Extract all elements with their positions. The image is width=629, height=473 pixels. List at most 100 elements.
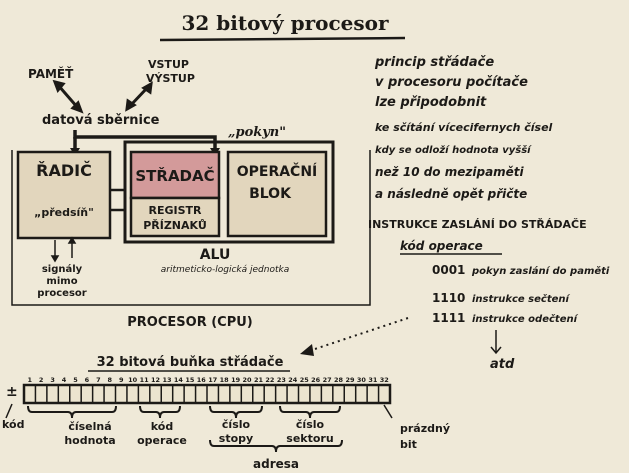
cislo-sektoru-label-1: číslo <box>296 418 325 431</box>
bit-number: 20 <box>243 376 253 384</box>
cislo-stopy-label-2: stopy <box>219 432 253 445</box>
registr-label-2: PŘÍZNAKŮ <box>143 219 207 232</box>
registr-label-1: REGISTR <box>148 204 202 217</box>
code-1110-desc: instrukce sečtení <box>472 293 571 305</box>
plus-minus: ± <box>6 384 18 400</box>
bit-number: 10 <box>128 376 138 384</box>
atd-arrow <box>490 330 502 355</box>
title-underline <box>159 36 406 42</box>
bit-number: 21 <box>254 376 264 384</box>
dotted-arrow <box>311 317 409 351</box>
princip-line-6: než 10 do mezipaměti <box>375 165 525 179</box>
cislo-sektoru-label-2: sektoru <box>286 432 333 445</box>
code-0001-desc: pokyn zaslání do paměti <box>471 265 610 277</box>
kod-pointer <box>5 403 13 419</box>
alu-label: ALU <box>200 247 231 263</box>
kod-operace-label: kód operace <box>400 239 483 253</box>
bit-number: 23 <box>277 376 286 384</box>
bit-number: 15 <box>185 376 195 384</box>
princip-text: princip střádače v procesoru počítače lz… <box>374 55 553 201</box>
bit-number: 11 <box>140 376 150 384</box>
title: 32 bitový procesor <box>181 11 389 35</box>
cislo-stopy-label-1: číslo <box>222 418 251 431</box>
kod-operace-bit-label-2: operace <box>137 434 187 447</box>
bit-number: 29 <box>345 376 355 384</box>
vystup-label: VÝSTUP <box>146 72 195 85</box>
ciselna-label-1: číselná <box>68 420 111 433</box>
datova-sbernice-label: datová sběrnice <box>42 113 160 128</box>
bit-number: 8 <box>108 376 113 384</box>
adresa-label: adresa <box>253 457 299 471</box>
bit-number: 13 <box>162 376 171 384</box>
princip-line-2: v procesoru počítače <box>375 75 528 90</box>
bit-number: 4 <box>62 376 67 384</box>
bit-number: 1 <box>27 376 32 384</box>
prazdny-pointer <box>383 404 393 419</box>
operacni-blok-box <box>226 150 328 238</box>
bit-number: 6 <box>85 376 90 384</box>
bit-number: 18 <box>220 376 230 384</box>
io-bus-arrow <box>125 81 153 112</box>
code-1111: 1111 <box>432 311 465 325</box>
bit-number: 3 <box>50 376 55 384</box>
dotted-arrow-head <box>300 344 314 356</box>
bit-number: 17 <box>208 376 217 384</box>
predsin-label: „předsíň" <box>34 206 94 219</box>
princip-line-3: lze připodobnit <box>375 95 487 110</box>
brace-kod-operace <box>139 405 181 419</box>
bit-number: 22 <box>265 376 274 384</box>
pamet-label: PAMĚŤ <box>28 66 74 81</box>
princip-line-7: a následně opět přičte <box>375 187 527 201</box>
bit-number: 7 <box>96 376 101 384</box>
bus-lines <box>73 130 217 150</box>
alu-sub-label: aritmeticko-logická jednotka <box>161 265 289 275</box>
stradac-label: STŘADAČ <box>135 166 214 185</box>
radic-label: ŘADIČ <box>36 161 92 180</box>
braces <box>27 405 343 453</box>
signaly-label-1: signály <box>42 263 83 275</box>
kod-operace-bit-label-1: kód <box>151 420 173 433</box>
princip-line-5: kdy se odloží hodnota vyšší <box>375 144 532 156</box>
princip-line-1: princip střádače <box>374 55 494 70</box>
brace-ciselna <box>27 405 117 419</box>
bit-number: 12 <box>151 376 160 384</box>
signaly-label-2: mimo <box>46 276 77 287</box>
bit-number: 2 <box>39 376 44 384</box>
brace-cislo-stopy <box>209 405 263 419</box>
bit-number: 28 <box>334 376 344 384</box>
kod-label: kód <box>2 418 24 431</box>
operacni-label-1: OPERAČNÍ <box>237 162 318 180</box>
signaly-label-3: procesor <box>37 288 86 299</box>
princip-line-4: ke sčítání vícecifernych čísel <box>375 121 553 134</box>
bit-number: 32 <box>380 376 389 384</box>
code-1110: 1110 <box>432 291 465 305</box>
bit-number: 25 <box>300 376 310 384</box>
bit-number: 19 <box>231 376 241 384</box>
atd-label: atd <box>490 357 515 372</box>
radic-box <box>16 150 112 240</box>
procesor-cpu-label: PROCESOR (CPU) <box>127 315 252 330</box>
signaly-arrows <box>50 236 77 263</box>
bit-number: 14 <box>174 376 184 384</box>
brace-cislo-sektoru <box>279 405 341 419</box>
bit-number: 24 <box>288 376 298 384</box>
vstup-label: VSTUP <box>148 58 189 71</box>
bit-number: 30 <box>357 376 367 384</box>
prazdny-label-2: bit <box>400 438 417 451</box>
ciselna-label-2: hodnota <box>64 434 115 447</box>
brace-adresa <box>209 439 343 453</box>
bit-number: 16 <box>197 376 207 384</box>
bit-number: 9 <box>119 376 124 384</box>
registr-box <box>129 196 221 238</box>
alu-frame <box>123 140 335 244</box>
code-1111-desc: instrukce odečtení <box>472 313 579 325</box>
bunka-title: 32 bitová buňka střádače <box>97 355 284 370</box>
prazdny-label-1: prázdný <box>400 422 450 435</box>
pokyn-label: „pokyn" <box>228 125 286 140</box>
cpu-bracket <box>11 150 371 306</box>
pamet-bus-arrow <box>52 79 84 114</box>
bit-number: 26 <box>311 376 321 384</box>
